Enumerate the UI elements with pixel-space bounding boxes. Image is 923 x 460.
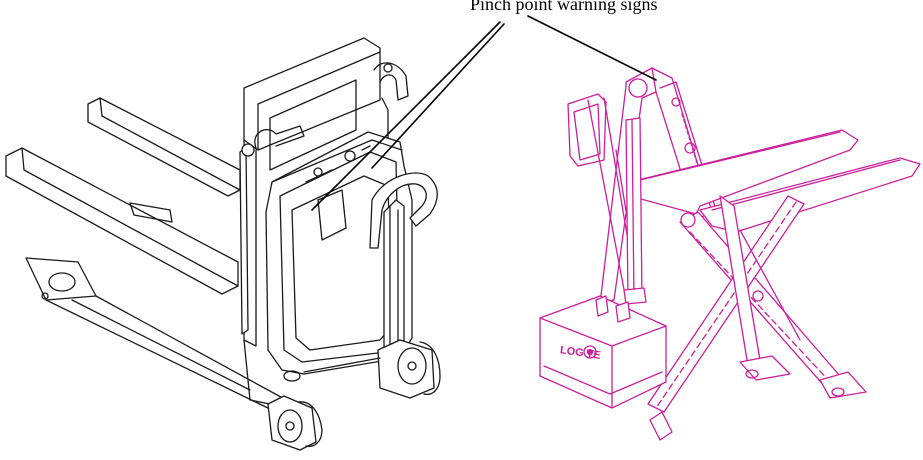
wheels bbox=[267, 339, 441, 451]
chassis-base bbox=[25, 257, 291, 411]
lift-forks bbox=[629, 129, 921, 233]
mast-frame bbox=[239, 37, 409, 405]
hydraulic-cylinder bbox=[623, 117, 647, 305]
rear-fork bbox=[87, 97, 241, 197]
scissor-legs bbox=[647, 195, 867, 441]
power-unit-box bbox=[539, 295, 667, 409]
scissor-lift-drawing: LOG TE bbox=[539, 67, 921, 441]
lift-handle bbox=[567, 93, 641, 301]
brand-logo-text: LOG TE bbox=[559, 344, 601, 362]
callout-leaders bbox=[311, 15, 657, 211]
pallet-truck-drawing bbox=[5, 37, 441, 451]
callout-label: Pinch point warning signs bbox=[470, 0, 658, 14]
front-fork bbox=[5, 147, 239, 295]
